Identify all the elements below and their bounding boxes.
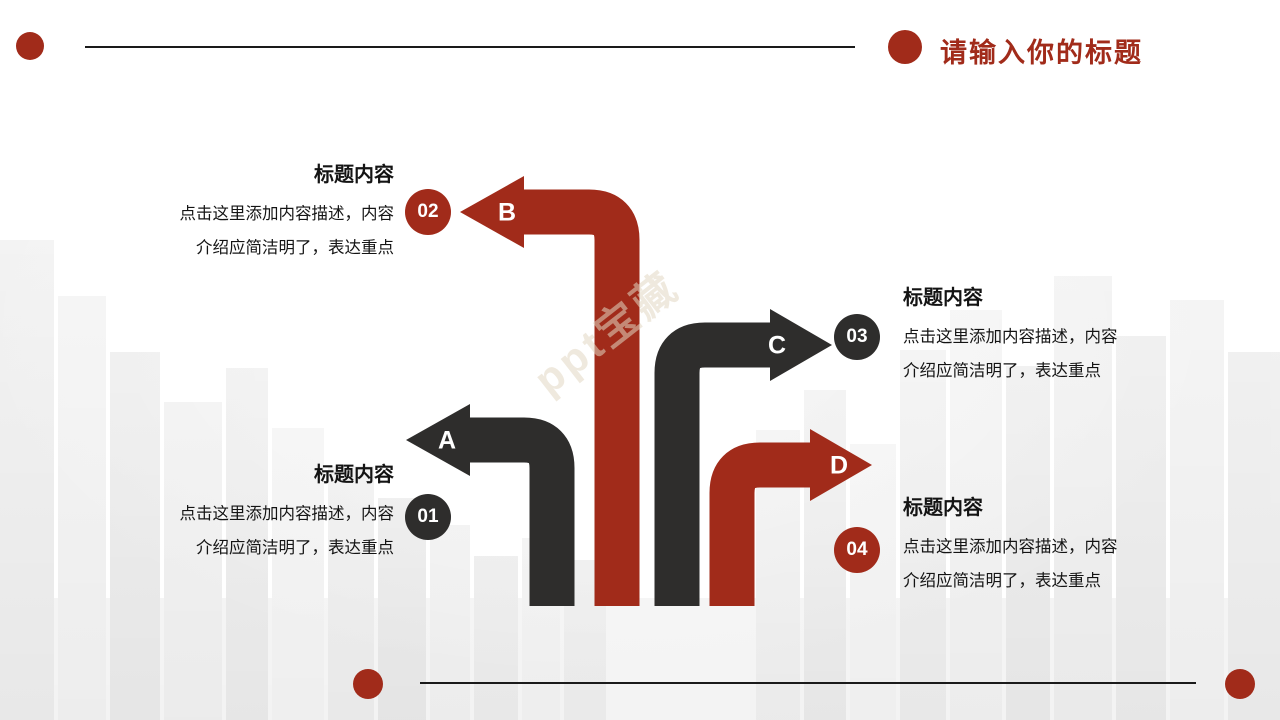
arrow-letter-b: B <box>497 198 517 227</box>
text-block-03-heading: 标题内容 <box>903 287 983 309</box>
number-badge-01: 01 <box>405 494 451 540</box>
text-block-02: 标题内容 点击这里添加内容描述，内容 介绍应简洁明了，表达重点 <box>72 158 395 265</box>
arrow-b <box>460 176 640 606</box>
text-block-01: 标题内容 点击这里添加内容描述，内容 介绍应简洁明了，表达重点 <box>72 458 395 565</box>
arrow-letter-d: D <box>829 451 849 480</box>
arrow-c <box>654 309 832 606</box>
title-accent-dot <box>888 30 922 64</box>
header-divider-line <box>85 46 855 48</box>
number-badge-03: 03 <box>834 314 880 360</box>
footer-left-accent-dot <box>353 669 383 699</box>
footer-right-accent-dot <box>1225 669 1255 699</box>
page-title: 请输入你的标题 <box>940 38 1143 68</box>
text-block-02-heading: 标题内容 <box>314 164 394 186</box>
number-badge-02: 02 <box>405 189 451 235</box>
footer-divider-line <box>420 682 1196 684</box>
text-block-02-body-line2: 介绍应简洁明了，表达重点 <box>196 239 394 257</box>
arrow-letter-c: C <box>767 331 787 360</box>
text-block-04-body-line1: 点击这里添加内容描述，内容 <box>903 538 1118 556</box>
text-block-04-body-line2: 介绍应简洁明了，表达重点 <box>903 572 1101 590</box>
arrow-letter-a: A <box>437 426 457 455</box>
text-block-02-body-line1: 点击这里添加内容描述，内容 <box>179 205 395 223</box>
text-block-01-heading: 标题内容 <box>314 464 394 486</box>
text-block-04: 标题内容 点击这里添加内容描述，内容 介绍应简洁明了，表达重点 <box>903 491 1203 598</box>
number-badge-04: 04 <box>834 527 880 573</box>
arrow-a <box>406 404 575 606</box>
text-block-01-body-line2: 介绍应简洁明了，表达重点 <box>196 539 394 557</box>
top-left-accent-dot <box>16 32 44 60</box>
text-block-03-body-line2: 介绍应简洁明了，表达重点 <box>903 362 1101 380</box>
text-block-04-heading: 标题内容 <box>903 497 983 519</box>
text-block-01-body-line1: 点击这里添加内容描述，内容 <box>179 505 395 523</box>
text-block-03: 标题内容 点击这里添加内容描述，内容 介绍应简洁明了，表达重点 <box>903 281 1203 388</box>
arrow-d <box>709 429 872 606</box>
text-block-03-body-line1: 点击这里添加内容描述，内容 <box>903 328 1118 346</box>
